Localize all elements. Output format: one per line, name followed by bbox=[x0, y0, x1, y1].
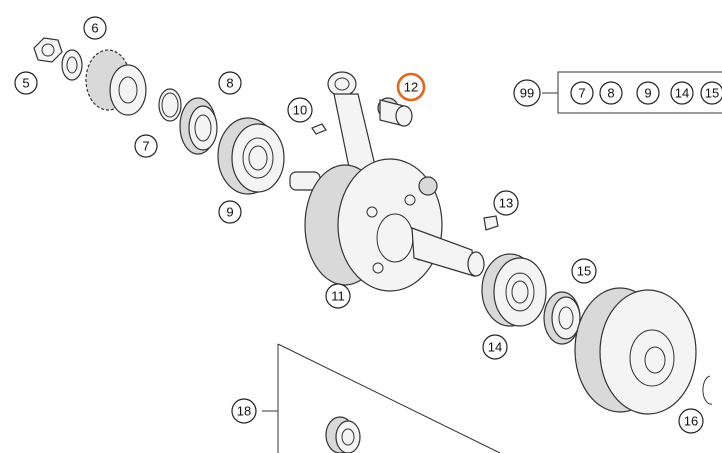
callout-10[interactable]: 10 bbox=[287, 97, 313, 123]
kit-item-14-label: 14 bbox=[675, 86, 689, 101]
kit-item-15[interactable]: 15 bbox=[700, 81, 722, 105]
callout-13-label: 13 bbox=[499, 196, 513, 211]
part-shaft-seal-right[interactable] bbox=[543, 291, 581, 345]
callout-18-label: 18 bbox=[237, 404, 251, 419]
kit-item-7[interactable]: 7 bbox=[570, 81, 594, 105]
callout-12-selected[interactable]: 12 bbox=[396, 72, 426, 102]
kit-item-9-label: 9 bbox=[644, 86, 651, 101]
callout-7[interactable]: 7 bbox=[134, 134, 158, 158]
callout-99[interactable]: 99 bbox=[513, 79, 541, 107]
kit-item-8-label: 8 bbox=[607, 86, 614, 101]
part-woodruff-key-13[interactable] bbox=[483, 215, 499, 231]
callout-16[interactable]: 16 bbox=[678, 408, 704, 434]
callout-11-label: 11 bbox=[331, 289, 345, 304]
callout-6-label: 6 bbox=[91, 21, 98, 36]
callout-11[interactable]: 11 bbox=[325, 283, 351, 309]
part-rotor[interactable] bbox=[574, 287, 697, 415]
part-shaft-seal[interactable] bbox=[179, 97, 218, 155]
callout-12-label: 12 bbox=[404, 80, 418, 95]
callout-6[interactable]: 6 bbox=[83, 16, 107, 40]
kit-item-7-label: 7 bbox=[578, 86, 585, 101]
callout-10-label: 10 bbox=[293, 103, 307, 118]
callout-5-label: 5 bbox=[22, 76, 29, 91]
kit-item-9[interactable]: 9 bbox=[636, 81, 660, 105]
part-gear[interactable] bbox=[85, 49, 147, 116]
part-circlip[interactable] bbox=[702, 375, 713, 405]
callout-15-label: 15 bbox=[577, 264, 591, 279]
callout-18[interactable]: 18 bbox=[231, 398, 257, 424]
kit-item-15-label: 15 bbox=[705, 86, 719, 101]
callout-15[interactable]: 15 bbox=[571, 258, 597, 284]
callout-14-label: 14 bbox=[488, 340, 502, 355]
part-washer[interactable] bbox=[61, 49, 83, 81]
callout-14[interactable]: 14 bbox=[482, 334, 508, 360]
kit-item-8[interactable]: 8 bbox=[599, 81, 623, 105]
part-woodruff-key-10[interactable] bbox=[311, 123, 327, 135]
part-nut[interactable] bbox=[33, 37, 63, 63]
group-18-outline bbox=[262, 343, 501, 453]
kit-bracket bbox=[542, 71, 722, 114]
callout-9[interactable]: 9 bbox=[218, 200, 242, 224]
callout-7-label: 7 bbox=[142, 139, 149, 154]
callout-8-label: 8 bbox=[226, 76, 233, 91]
part-bearing-18[interactable] bbox=[325, 416, 361, 453]
callout-13[interactable]: 13 bbox=[493, 190, 519, 216]
callout-5[interactable]: 5 bbox=[14, 71, 38, 95]
callout-16-label: 16 bbox=[684, 414, 698, 429]
kit-item-14[interactable]: 14 bbox=[670, 81, 694, 105]
part-crankshaft[interactable] bbox=[289, 158, 485, 292]
part-bearing-left[interactable] bbox=[217, 117, 285, 195]
part-o-ring[interactable] bbox=[158, 88, 182, 122]
callout-8[interactable]: 8 bbox=[218, 71, 242, 95]
part-needle-bearing[interactable] bbox=[377, 97, 413, 127]
part-bearing-right[interactable] bbox=[481, 253, 547, 327]
callout-99-label: 99 bbox=[520, 86, 534, 101]
callout-9-label: 9 bbox=[226, 205, 233, 220]
